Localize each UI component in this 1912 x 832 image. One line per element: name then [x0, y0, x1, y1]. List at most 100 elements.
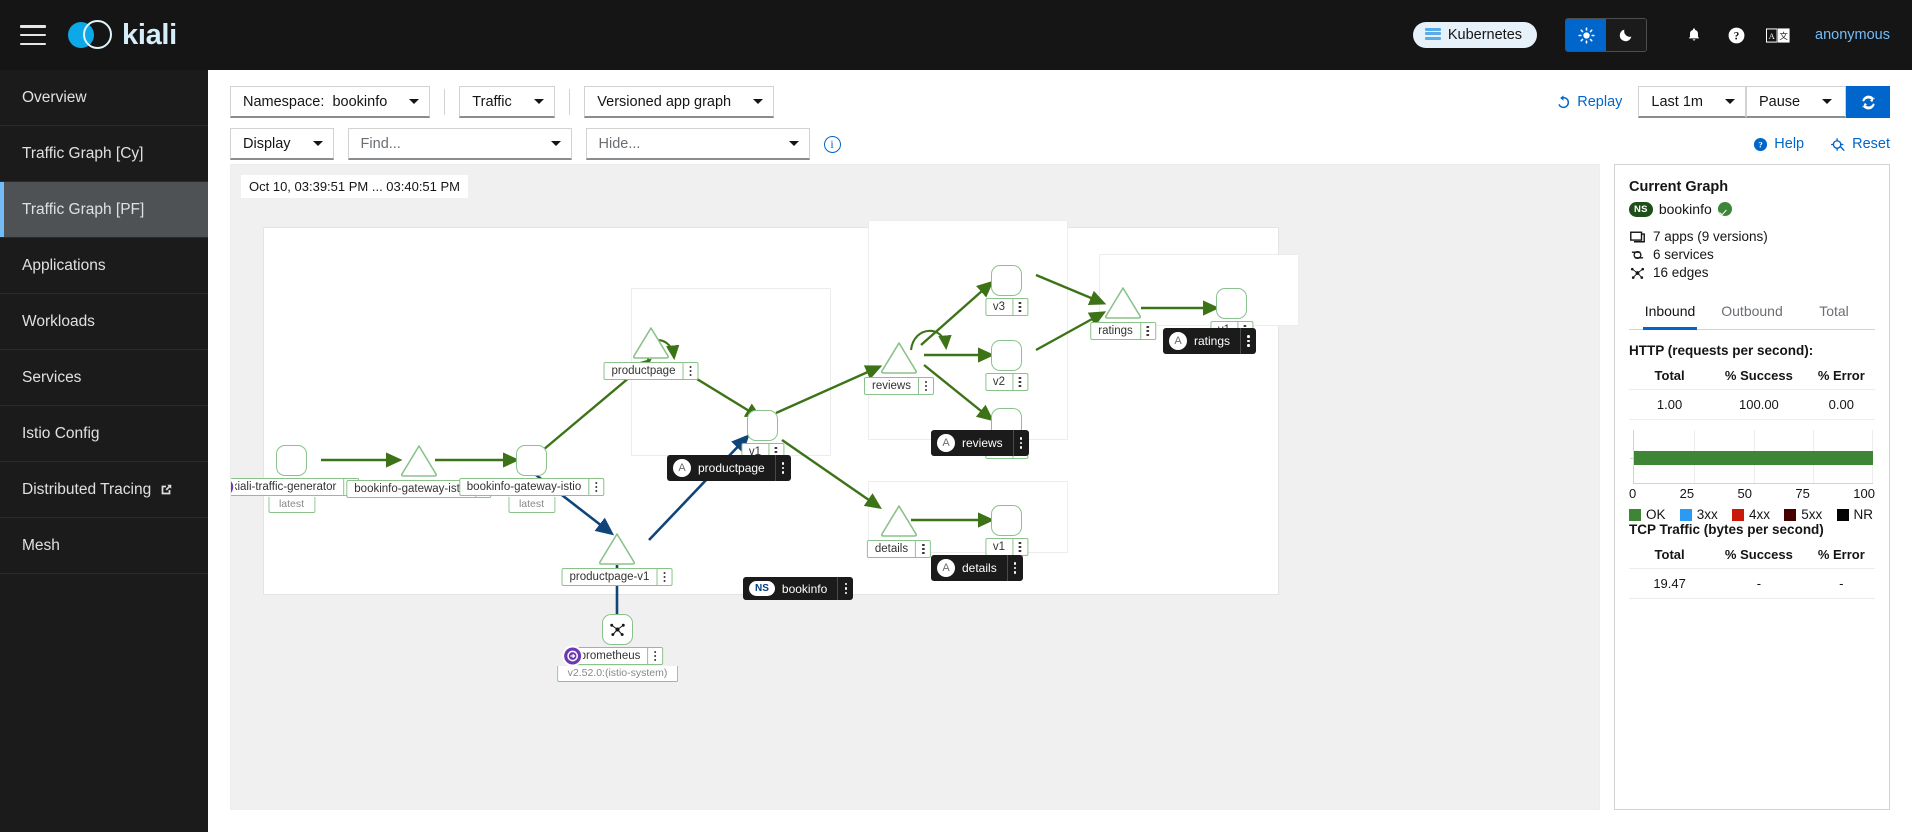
node-menu-button[interactable]	[682, 363, 697, 379]
sidebar-item-applications[interactable]: Applications	[0, 238, 208, 294]
node-label[interactable]: productpage	[603, 362, 699, 380]
node-menu-button[interactable]	[1139, 323, 1155, 339]
group-menu-button[interactable]	[1006, 555, 1023, 581]
brand-logo[interactable]: kiali	[68, 19, 177, 52]
node-menu-button[interactable]	[1012, 374, 1027, 390]
node-label-text: v2	[992, 376, 1006, 388]
graph-type-select[interactable]: Versioned app graph	[584, 86, 775, 118]
help-button[interactable]: ?	[1715, 17, 1757, 53]
sidebar-item-traffic-graph-cy[interactable]: Traffic Graph [Cy]	[0, 126, 208, 182]
display-menu-button[interactable]: Display	[230, 128, 334, 160]
node-productpage-v1-workload[interactable]: productpage-v1	[561, 531, 673, 586]
traffic-select[interactable]: Traffic	[459, 86, 556, 118]
node-prometheus[interactable]: prometheus v2.52.0:(istio-system)	[556, 614, 679, 682]
tab-total[interactable]: Total	[1819, 303, 1849, 319]
node-label[interactable]: bookinfo-gateway-istio	[458, 478, 605, 496]
node-menu-button[interactable]	[915, 541, 930, 557]
group-badge-details[interactable]: A details	[931, 555, 1023, 581]
sidebar-item-workloads[interactable]: Workloads	[0, 294, 208, 350]
node-menu-button[interactable]	[1012, 299, 1027, 315]
node-label[interactable]: ratings	[1090, 322, 1156, 340]
legend-item-3xx[interactable]: 3xx	[1679, 507, 1718, 522]
info-circle-icon[interactable]: i	[823, 135, 841, 153]
node-kiali-traffic-generator[interactable]: kiali-traffic-generator latest	[231, 445, 360, 513]
node-reviews-service[interactable]: reviews	[864, 340, 934, 395]
dark-mode-button[interactable]	[1606, 19, 1647, 51]
tab-inbound[interactable]: Inbound	[1629, 294, 1711, 330]
group-badge-reviews[interactable]: A reviews	[931, 430, 1029, 456]
chevron-down-icon[interactable]	[788, 141, 799, 146]
group-menu-button[interactable]	[837, 577, 853, 600]
sidebar-item-traffic-graph-pf[interactable]: Traffic Graph [PF]	[0, 182, 208, 238]
help-button-link[interactable]: ? Help	[1753, 136, 1804, 152]
node-details-v1[interactable]: v1	[984, 505, 1029, 556]
group-badge-namespace-bookinfo[interactable]: NS bookinfo	[743, 577, 854, 600]
node-details-service[interactable]: details	[866, 503, 932, 558]
node-ratings-v1[interactable]: v1	[1209, 288, 1254, 339]
node-productpage-v1[interactable]: v1	[740, 410, 785, 461]
find-input[interactable]: Find...	[347, 128, 572, 160]
refresh-interval-select[interactable]: Pause	[1746, 86, 1846, 118]
node-menu-button[interactable]	[917, 378, 933, 394]
edges-icon	[610, 623, 625, 637]
group-menu-button[interactable]	[1240, 328, 1256, 354]
panel-namespace-row: NS bookinfo	[1629, 201, 1875, 217]
sidebar-item-istio-config[interactable]: Istio Config	[0, 406, 208, 462]
node-label[interactable]: v1	[984, 538, 1029, 556]
node-label[interactable]: prometheus	[561, 645, 664, 667]
user-menu[interactable]: anonymous	[1815, 27, 1890, 43]
sidebar-item-distributed-tracing[interactable]: Distributed Tracing	[0, 462, 208, 518]
traffic-graph-canvas[interactable]: Oct 10, 03:39:51 PM ... 03:40:51 PM	[230, 164, 1600, 810]
light-mode-button[interactable]	[1566, 19, 1607, 51]
node-label-text: productpage-v1	[569, 571, 650, 583]
node-label[interactable]: v3	[984, 298, 1029, 316]
node-menu-button[interactable]	[588, 479, 603, 495]
node-label[interactable]: v2	[984, 373, 1029, 391]
language-button[interactable]: A 文	[1757, 17, 1799, 53]
notifications-button[interactable]	[1673, 17, 1715, 53]
chart-plot-area	[1630, 430, 1873, 484]
node-reviews-v3[interactable]: v3	[984, 265, 1029, 316]
reset-button[interactable]: Reset	[1830, 136, 1890, 152]
help-circle-icon: ?	[1754, 137, 1768, 151]
node-menu-button[interactable]	[656, 569, 671, 585]
group-badge-ratings[interactable]: A ratings	[1163, 328, 1257, 354]
node-reviews-v2[interactable]: v2	[984, 340, 1029, 391]
node-shape-triangle	[632, 327, 670, 359]
namespace-select-value: bookinfo	[332, 93, 388, 110]
node-productpage-service[interactable]: productpage	[603, 325, 699, 380]
node-ratings-service[interactable]: ratings	[1090, 285, 1156, 340]
table-row: 19.47 - -	[1629, 568, 1875, 599]
sidebar-item-mesh[interactable]: Mesh	[0, 518, 208, 574]
node-menu-button[interactable]	[647, 648, 662, 664]
namespace-select[interactable]: Namespace: bookinfo	[230, 86, 431, 118]
group-badge-productpage[interactable]: A productpage	[667, 455, 791, 481]
sidebar-item-overview[interactable]: Overview	[0, 70, 208, 126]
group-menu-button[interactable]	[774, 455, 791, 481]
sidebar-item-label: Overview	[22, 88, 87, 106]
legend-item-4xx[interactable]: 4xx	[1732, 507, 1770, 522]
legend-item-ok[interactable]: OK	[1629, 507, 1666, 522]
node-menu-button[interactable]	[1012, 539, 1027, 555]
node-label[interactable]: productpage-v1	[561, 568, 673, 586]
sidebar-item-services[interactable]: Services	[0, 350, 208, 406]
group-menu-button[interactable]	[1012, 430, 1029, 456]
node-bookinfo-gateway-service[interactable]: bookinfo-gateway-istio	[346, 443, 492, 498]
duration-select[interactable]: Last 1m	[1638, 86, 1746, 118]
node-label[interactable]: reviews	[864, 377, 934, 395]
legend-item-nr[interactable]: NR	[1836, 507, 1873, 522]
legend-item-5xx[interactable]: 5xx	[1784, 507, 1822, 522]
node-label[interactable]: kiali-traffic-generator	[231, 476, 360, 498]
cluster-chip[interactable]: Kubernetes	[1412, 22, 1538, 48]
chevron-down-icon[interactable]	[550, 141, 561, 146]
node-shape-circle	[991, 505, 1022, 536]
app-badge-pill: A	[937, 434, 955, 452]
tab-outbound[interactable]: Outbound	[1721, 303, 1783, 319]
node-bookinfo-gateway-workload[interactable]: bookinfo-gateway-istio latest	[458, 445, 605, 513]
hamburger-icon[interactable]	[20, 25, 46, 45]
hide-input[interactable]: Hide...	[585, 128, 810, 160]
node-label[interactable]: details	[866, 540, 932, 558]
replay-button[interactable]: Replay	[1556, 94, 1622, 110]
graph-toolbar: Namespace: bookinfo Traffic Versioned ap…	[208, 70, 1912, 164]
refresh-button[interactable]	[1846, 86, 1890, 118]
